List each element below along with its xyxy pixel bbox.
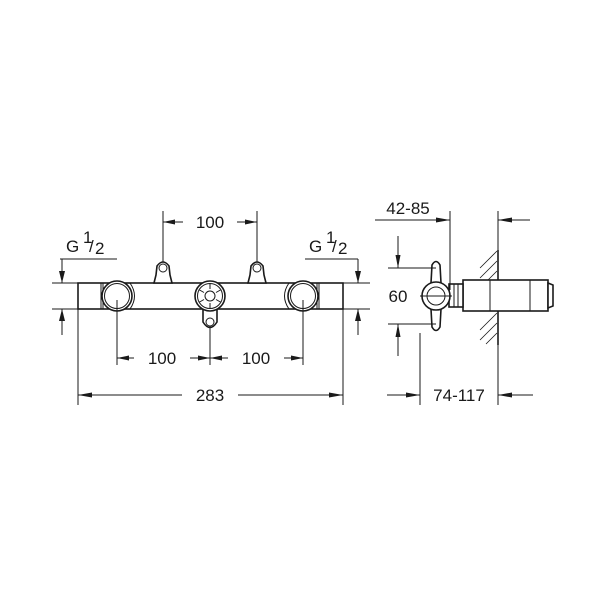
side-valve-knob [420,260,452,332]
dimension-60: 60 [389,236,408,356]
svg-text:G: G [66,237,79,256]
dim-height-label: 60 [389,287,408,306]
dim-depth-top-label: 42-85 [386,199,429,218]
thread-label-left: G 1 / 2 [66,228,104,258]
svg-text:/: / [332,237,337,256]
svg-text:/: / [89,237,94,256]
svg-text:1: 1 [83,228,92,247]
dim-bottom-left-label: 100 [148,349,176,368]
dimension-42-85: 42-85 [375,199,530,223]
side-housing [448,279,554,312]
dimension-74-117: 74-117 [387,386,533,405]
left-outlet-lug [152,261,174,284]
thread-label-right: G 1 / 2 [309,228,347,258]
dimension-top-100: 100 [163,213,257,232]
svg-text:G: G [309,237,322,256]
side-extension-lines [388,211,499,405]
dimension-bottom-100-100: 100 100 [117,349,303,368]
svg-text:1: 1 [326,228,335,247]
dimension-overall-283: 283 [78,386,343,405]
center-valve [194,280,226,329]
dim-depth-bottom-label: 74-117 [433,386,485,405]
front-view: 100 100 100 283 G 1 / 2 [52,211,370,405]
svg-text:2: 2 [95,239,104,258]
right-outlet-lug [246,261,268,284]
thread-arrows [59,271,361,321]
dim-top-spacing-label: 100 [196,213,224,232]
side-view: 42-85 60 74-117 [375,199,554,405]
dim-bottom-right-label: 100 [242,349,270,368]
dim-overall-length-label: 283 [196,386,224,405]
svg-text:2: 2 [338,239,347,258]
